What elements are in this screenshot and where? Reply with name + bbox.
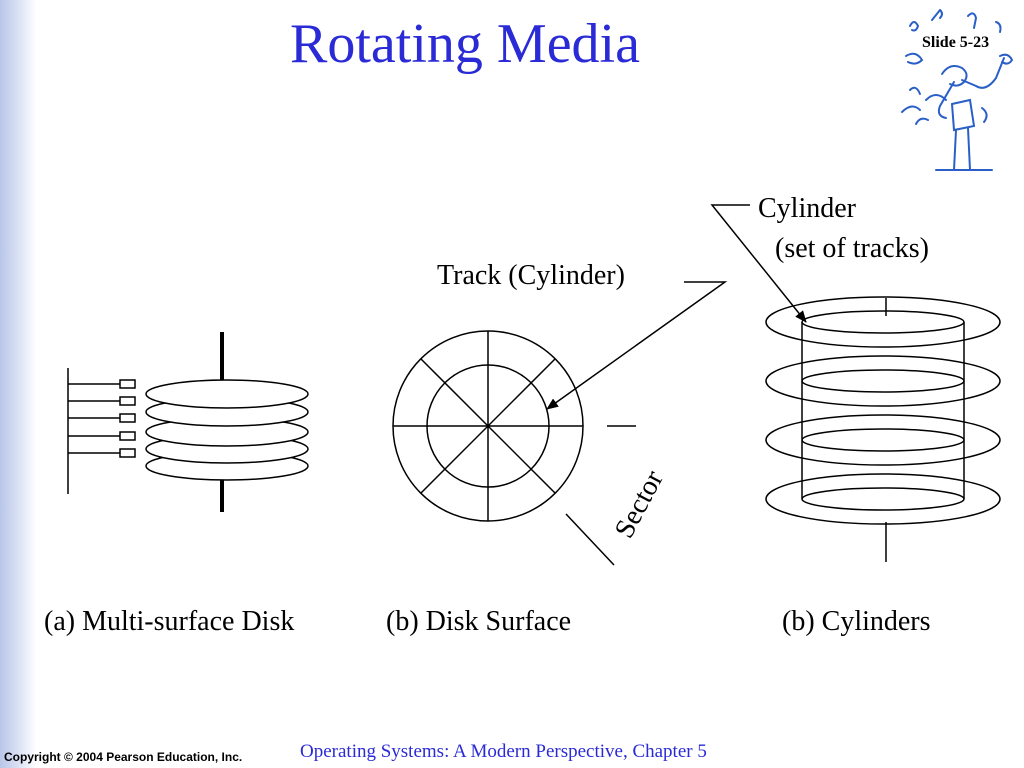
cylinder-label: Cylinder: [758, 193, 857, 224]
track-callout-arrow: [546, 281, 728, 410]
callouts: [546, 204, 807, 410]
track-ring: [801, 487, 965, 511]
platter-ring: [765, 414, 1001, 466]
track-label: Track (Cylinder): [437, 260, 625, 291]
side-gradient-bar: [0, 0, 36, 768]
multi-surface-disk: [67, 332, 309, 512]
read-write-head: [119, 431, 136, 441]
read-write-head: [119, 379, 136, 389]
platter: [145, 379, 309, 409]
slide-number: Slide 5-23: [922, 34, 990, 51]
sector-label: Sector: [609, 465, 670, 543]
read-write-head: [119, 396, 136, 406]
cylinders: [765, 296, 1001, 562]
track-ring: [801, 428, 965, 452]
set-of-tracks-label: (set of tracks): [775, 233, 929, 264]
musician-conductor-icon: [901, 9, 1014, 171]
sector-divider: [420, 358, 556, 494]
sector-pointer-line: [565, 513, 615, 566]
copyright-notice: Copyright © 2004 Pearson Education, Inc.: [4, 750, 243, 764]
platter-ring: [765, 473, 1001, 525]
slide-title: Rotating Media: [290, 13, 640, 75]
track-ring: [801, 369, 965, 393]
cylinder-callout-arrow: [710, 204, 807, 323]
disk-surface: [392, 330, 636, 566]
caption-multi-surface-disk: (a) Multi-surface Disk: [44, 606, 295, 637]
caption-cylinders: (b) Cylinders: [782, 606, 931, 637]
read-write-head: [119, 448, 136, 458]
footer-text: Operating Systems: A Modern Perspective,…: [300, 741, 707, 762]
track-ring: [801, 310, 965, 334]
caption-disk-surface: (b) Disk Surface: [386, 606, 572, 637]
platter-ring: [765, 296, 1001, 348]
platter-ring: [765, 355, 1001, 407]
read-write-head: [119, 413, 136, 423]
